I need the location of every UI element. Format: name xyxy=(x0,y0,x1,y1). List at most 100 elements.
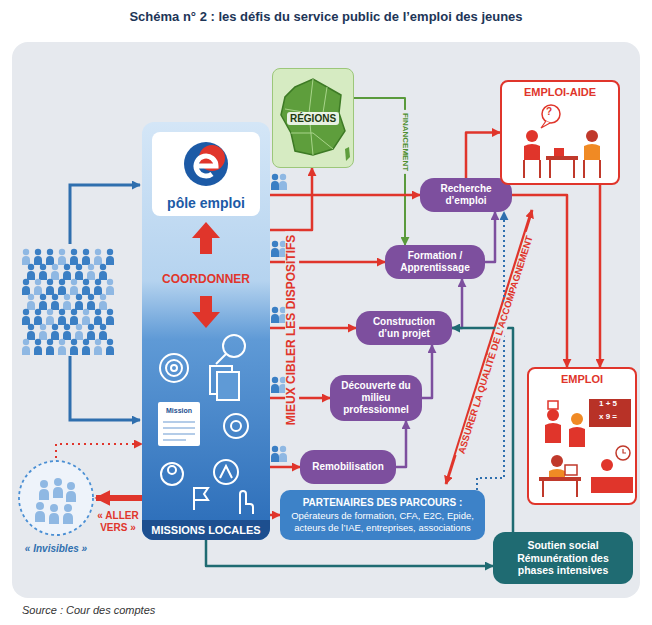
illustration-part xyxy=(75,331,83,340)
illustration-part xyxy=(59,339,65,345)
illustration-part xyxy=(76,324,82,330)
illustration-part xyxy=(75,301,83,310)
illustration-part xyxy=(99,271,107,280)
diagram-title: Schéma n° 2 : les défis du service publi… xyxy=(0,9,652,24)
connector xyxy=(56,444,142,458)
connector xyxy=(270,194,420,197)
node-label: EMPLOI xyxy=(561,373,603,385)
illustration-part xyxy=(99,331,107,340)
job-box: EMPLOI xyxy=(527,367,637,505)
illustration-part xyxy=(82,346,90,355)
connector xyxy=(270,514,280,517)
illustration-part xyxy=(100,324,106,330)
illustration-part xyxy=(272,241,278,247)
node-label: MISSIONS LOCALES xyxy=(142,520,270,540)
illustration-part xyxy=(70,356,140,420)
illustration-part xyxy=(22,286,30,295)
connector xyxy=(599,185,602,367)
illustration-part xyxy=(94,316,102,325)
connector xyxy=(270,168,312,230)
illustration-part xyxy=(35,249,41,255)
illustration-part xyxy=(271,314,279,323)
illustration-part xyxy=(35,279,41,285)
illustration-part xyxy=(51,271,59,280)
connector xyxy=(270,327,356,330)
node-label: Découverte du milieu professionnel xyxy=(336,380,416,416)
illustration-part xyxy=(46,256,54,265)
subsidized-job-box: EMPLOI-AIDE xyxy=(500,80,620,185)
illustration-part xyxy=(106,286,114,295)
illustration-use xyxy=(158,222,253,514)
illustration-part xyxy=(88,294,94,300)
source-caption: Source : Cour des comptes xyxy=(22,604,155,616)
node-illustration xyxy=(16,458,96,538)
illustration-part xyxy=(71,279,77,285)
node-label: PARTENAIRES DES PARCOURS : xyxy=(303,497,463,508)
illustration-part xyxy=(58,316,66,325)
illustration-part xyxy=(40,294,46,300)
illustration-part xyxy=(271,248,279,257)
illustration-part xyxy=(271,384,279,393)
node-label: pôle emploi xyxy=(167,195,245,211)
process-box: Découverte du milieu professionnel xyxy=(330,375,422,421)
node-label: Soutien social Rémunération des phases i… xyxy=(499,539,627,577)
illustration-part xyxy=(99,301,107,310)
illustration-part xyxy=(46,346,54,355)
illustration-part xyxy=(272,446,278,452)
illustration-part xyxy=(100,294,106,300)
illustration-part xyxy=(34,286,42,295)
illustration-part xyxy=(64,294,70,300)
illustration-part xyxy=(82,286,90,295)
invisibles-group: « Invisibles » xyxy=(16,458,96,554)
illustration-part xyxy=(106,256,114,265)
question-mark: ? xyxy=(546,106,552,118)
illustration-part xyxy=(52,294,58,300)
illustration-part xyxy=(58,346,66,355)
illustration-part xyxy=(39,301,47,310)
illustration-part xyxy=(35,309,41,315)
illustration-part xyxy=(27,301,35,310)
illustration-part xyxy=(22,316,30,325)
node-label: Formation / Apprentissage xyxy=(391,250,479,274)
illustration-use xyxy=(281,79,350,161)
illustration-part xyxy=(272,174,278,180)
illustration-part xyxy=(40,324,46,330)
illustration-part xyxy=(82,316,90,325)
illustration-part xyxy=(47,309,53,315)
illustration-part xyxy=(88,264,94,270)
connector xyxy=(206,540,493,566)
illustration-part xyxy=(28,294,34,300)
illustration-part xyxy=(23,279,29,285)
illustration-part xyxy=(28,264,34,270)
illustration-part xyxy=(280,446,286,452)
missions-locales-panel: MISSIONS LOCALES pôle emploi xyxy=(142,122,270,540)
illustration-part xyxy=(40,264,46,270)
illustration-part xyxy=(94,286,102,295)
illustration-part xyxy=(23,249,29,255)
illustration-part xyxy=(51,331,59,340)
illustration-part xyxy=(34,316,42,325)
node-label: Construction d’un projet xyxy=(362,316,446,340)
illustration-part xyxy=(39,271,47,280)
illustration-part xyxy=(28,324,34,330)
edge-label: « ALLER VERS » xyxy=(93,510,143,533)
node-label: EMPLOI-AIDE xyxy=(524,86,596,98)
illustration-part xyxy=(87,271,95,280)
pole-emploi-box: pôle emploi xyxy=(152,132,260,216)
illustration-part xyxy=(106,316,114,325)
connector xyxy=(96,495,142,501)
illustration-part xyxy=(272,377,278,383)
illustration-part xyxy=(64,324,70,330)
illustration-part xyxy=(59,279,65,285)
illustration-part xyxy=(94,256,102,265)
illustration-part xyxy=(27,271,35,280)
illustration-part xyxy=(107,249,113,255)
connector xyxy=(396,421,406,467)
node-label: Remobilisation xyxy=(312,461,384,473)
illustration-part xyxy=(95,279,101,285)
social-support-box: Soutien social Rémunération des phases i… xyxy=(493,532,633,584)
illustration-part xyxy=(34,256,42,265)
connector xyxy=(452,279,462,328)
illustration-part xyxy=(279,453,287,462)
